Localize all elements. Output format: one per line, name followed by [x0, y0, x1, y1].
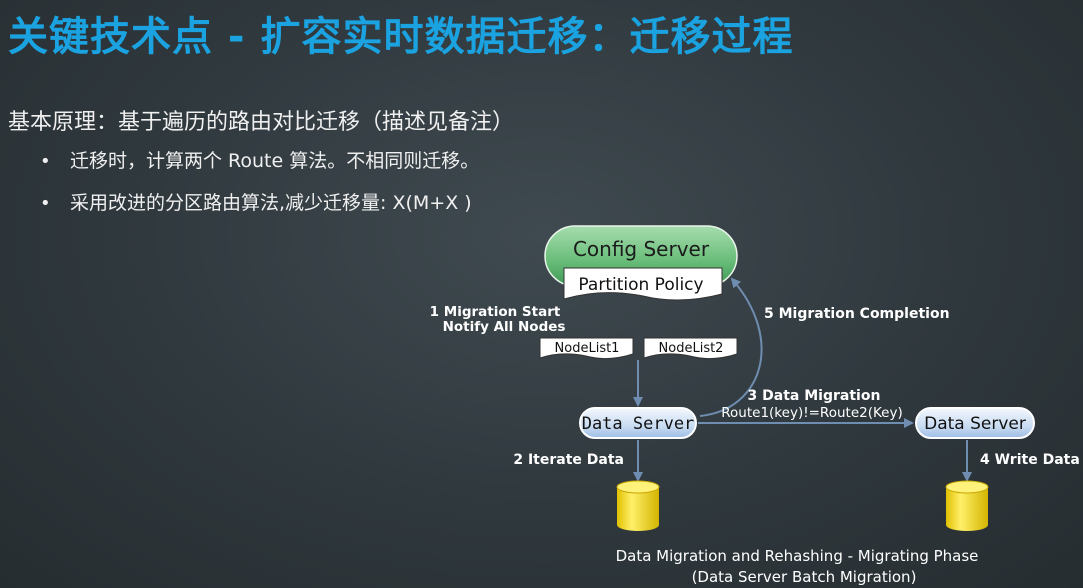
- bullet-icon: •: [40, 151, 51, 172]
- data-server-left-node: Data Server: [579, 407, 697, 439]
- step2-label: 2 Iterate Data: [513, 452, 624, 468]
- step1-label-line2: Notify All Nodes: [443, 319, 566, 335]
- data-server-right-node: Data Server: [915, 407, 1035, 439]
- partition-policy-doc: Partition Policy: [563, 267, 723, 301]
- nodelist2-label: NodeList2: [659, 341, 724, 356]
- step3-label-line2: Route1(key)!=Route2(Key): [721, 405, 902, 421]
- bullet-text: 迁移时，计算两个 Route 算法。不相同则迁移。: [70, 150, 480, 172]
- step4-label: 4 Write Data: [980, 452, 1080, 468]
- bullet-item: • 迁移时，计算两个 Route 算法。不相同则迁移。: [40, 146, 479, 188]
- nodelist1-label: NodeList1: [555, 341, 620, 356]
- bullet-item: • 采用改进的分区路由算法,减少迁移量: X(M+X ): [40, 188, 479, 230]
- page-title: 关键技术点 - 扩容实时数据迁移：迁移过程: [8, 14, 794, 60]
- step1-label-line1: 1 Migration Start: [430, 304, 561, 320]
- nodelist1-doc: NodeList1: [539, 337, 634, 360]
- bullet-icon: •: [40, 193, 51, 214]
- principle-text: 基本原理：基于遍历的路由对比迁移（描述见备注）: [8, 110, 515, 135]
- caption-line2: (Data Server Batch Migration): [692, 568, 917, 586]
- nodelist2-doc: NodeList2: [643, 337, 738, 360]
- database-left-icon: [616, 480, 660, 531]
- arrow-completion: [699, 277, 763, 417]
- data-server-left-label: Data Server: [582, 414, 695, 434]
- step3-label-line1: 3 Data Migration: [748, 388, 881, 404]
- config-server-label: Config Server: [573, 237, 710, 261]
- bullet-text: 采用改进的分区路由算法,减少迁移量: X(M+X ): [70, 192, 472, 214]
- database-right-icon: [945, 480, 989, 531]
- step5-label: 5 Migration Completion: [764, 306, 950, 322]
- bullet-list: • 迁移时，计算两个 Route 算法。不相同则迁移。 • 采用改进的分区路由算法,…: [40, 146, 479, 230]
- partition-policy-label: Partition Policy: [578, 275, 703, 295]
- caption-line1: Data Migration and Rehashing - Migrating…: [616, 547, 979, 565]
- data-server-right-label: Data Server: [924, 414, 1026, 434]
